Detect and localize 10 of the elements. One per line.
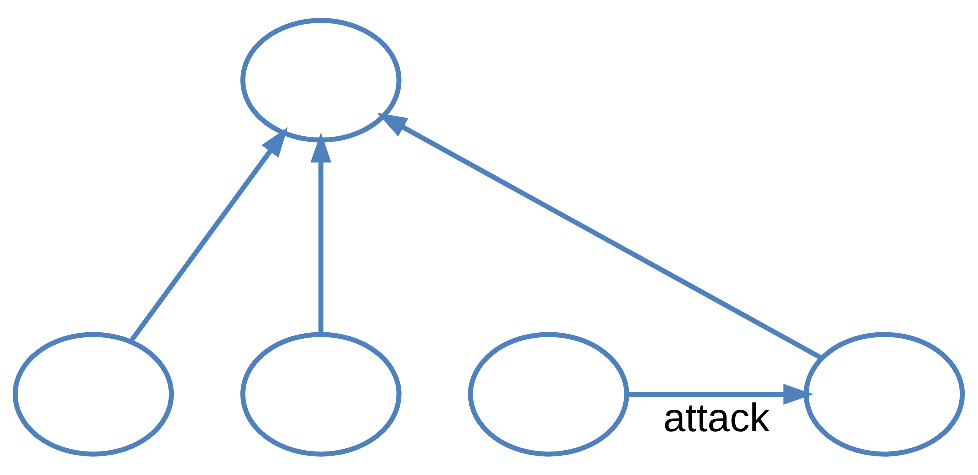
- node-ellipse: [468, 332, 630, 457]
- edge-label: attack: [663, 396, 770, 440]
- arrow: [129, 127, 288, 344]
- arrow: [377, 113, 824, 361]
- node-ellipse: [240, 332, 402, 457]
- arrow: [310, 132, 332, 334]
- node-ellipse: [240, 18, 402, 143]
- node-ellipse: [804, 332, 966, 457]
- arrow: [627, 384, 814, 406]
- node-ellipse: [12, 332, 174, 457]
